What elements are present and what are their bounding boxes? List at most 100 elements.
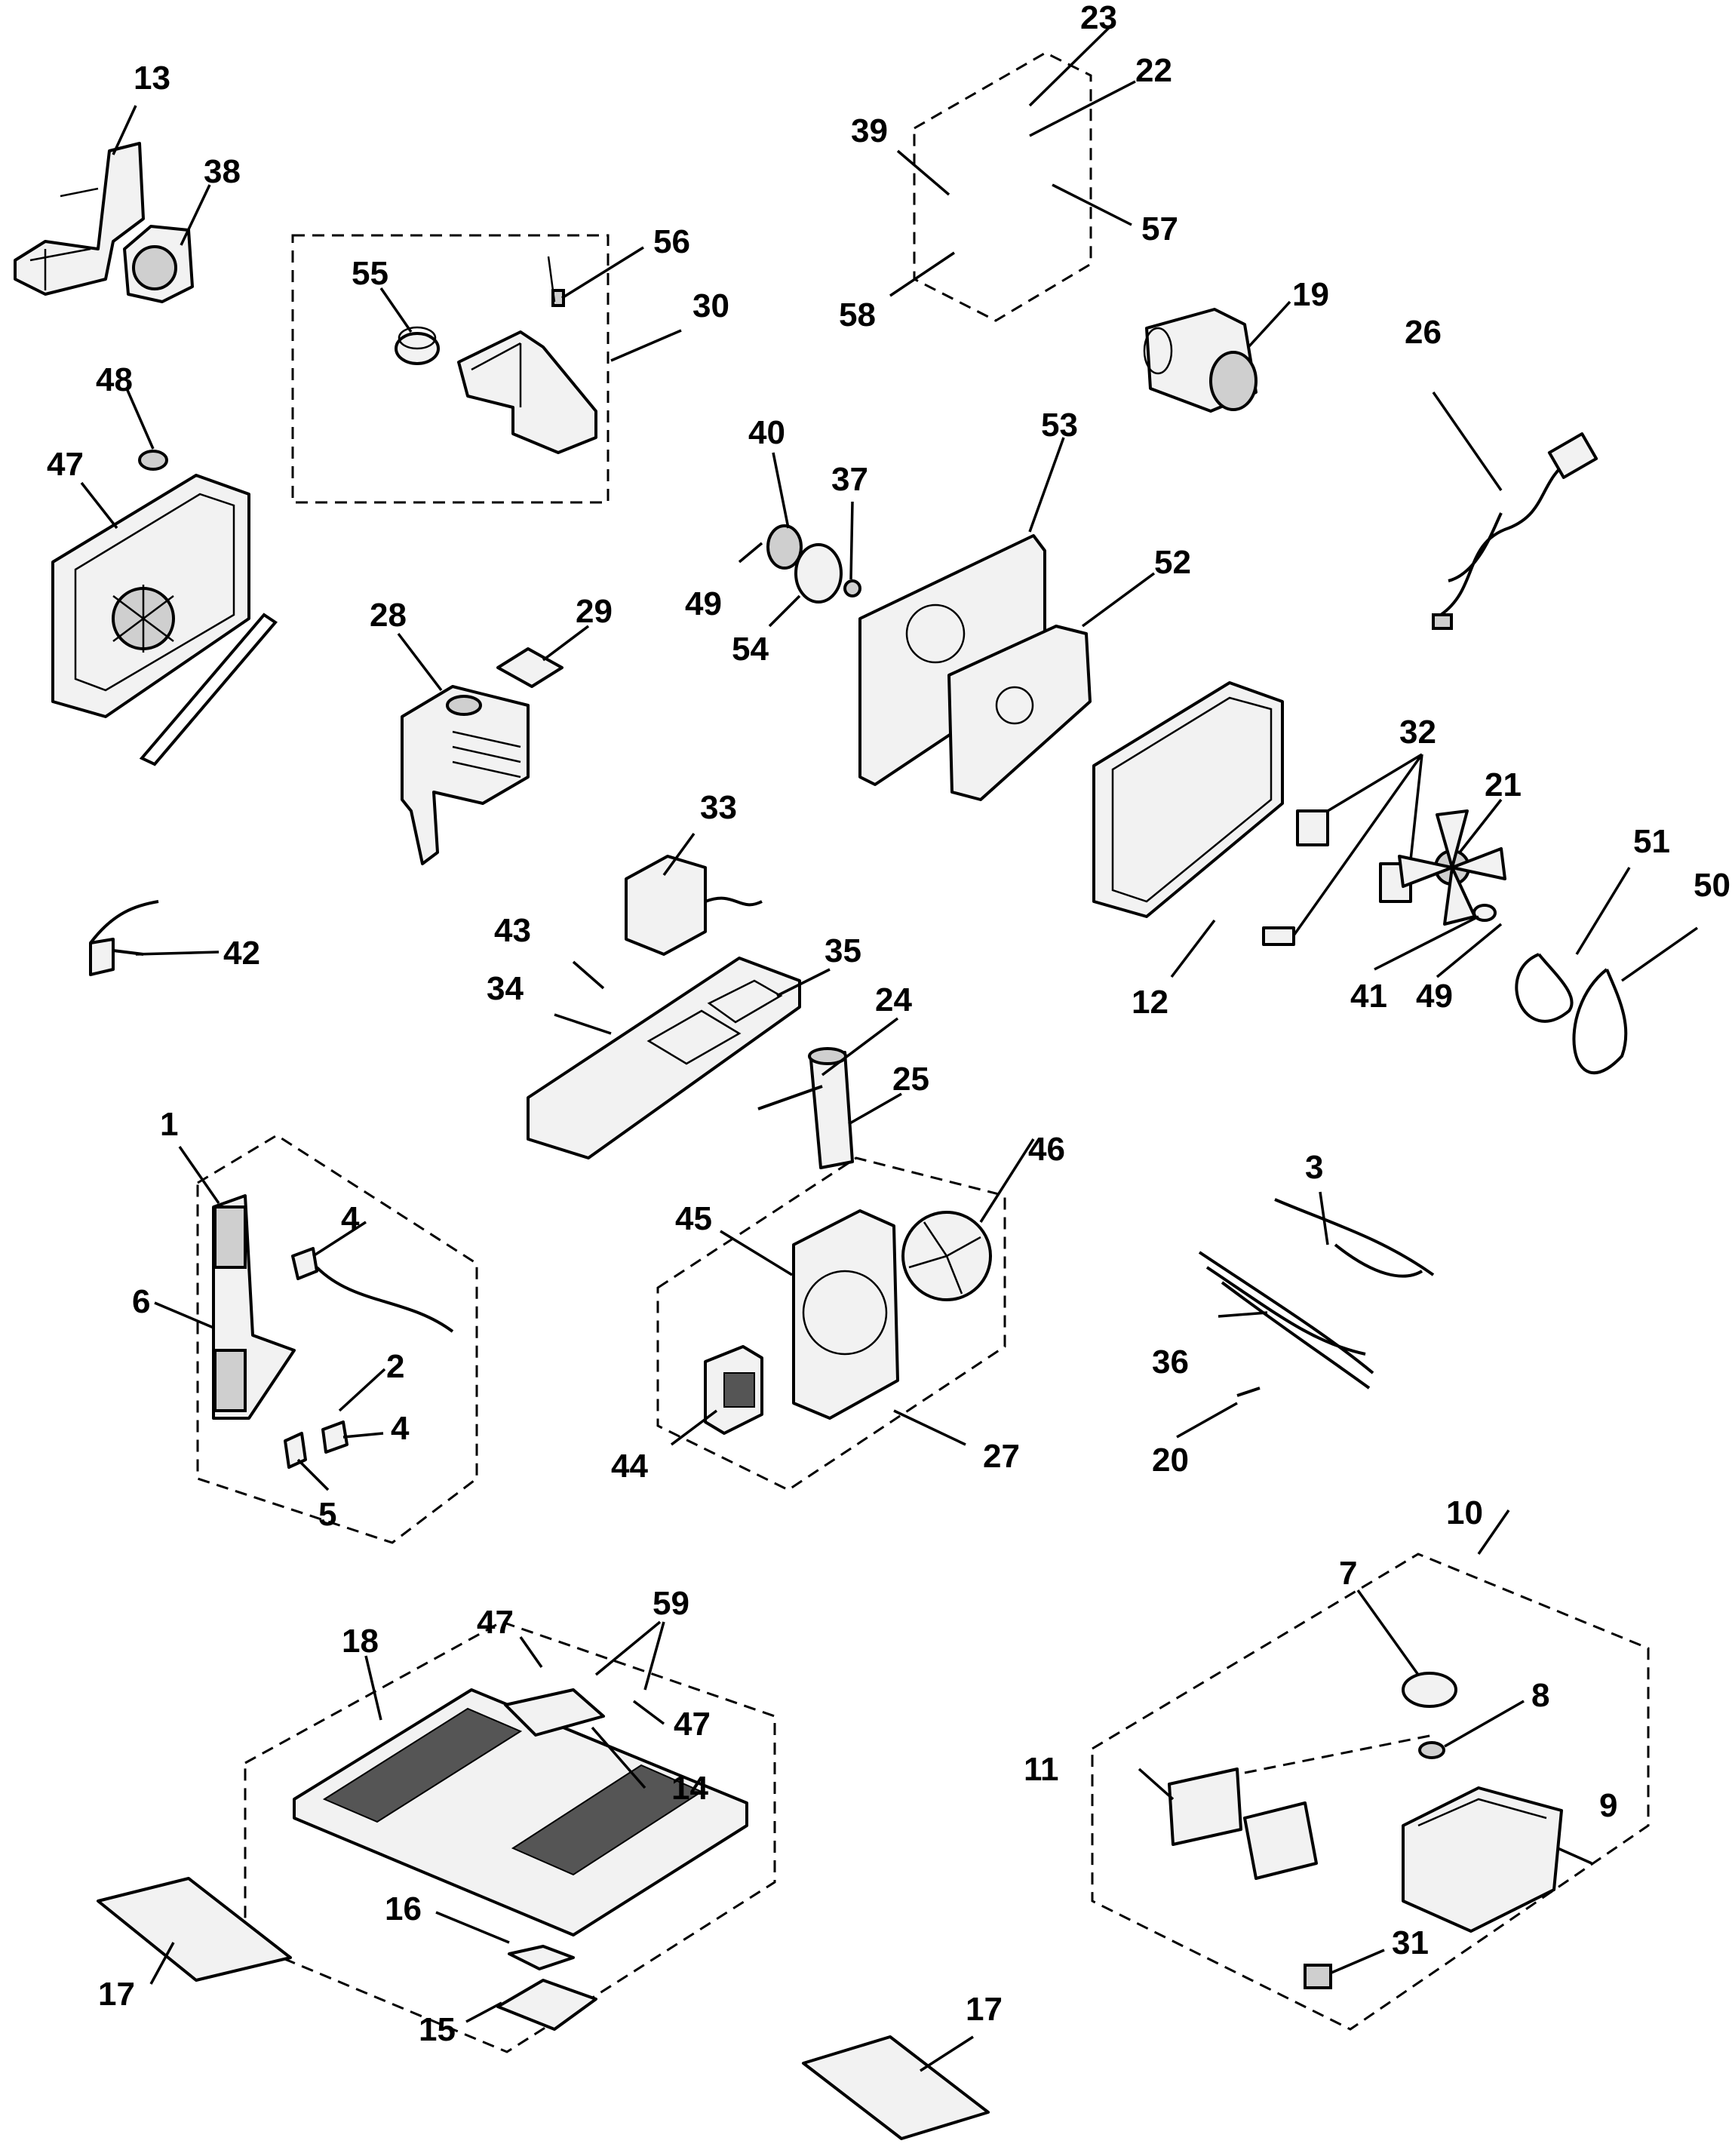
group-10-inner — [1244, 1734, 1434, 1774]
part-38-motor — [123, 225, 194, 303]
callout-25: 25 — [892, 1061, 929, 1098]
leader-28 — [397, 632, 443, 692]
leader-13 — [112, 105, 137, 155]
callout-38: 38 — [204, 153, 241, 190]
callout-53: 53 — [1041, 407, 1078, 444]
leader-19 — [1247, 300, 1291, 349]
leader-3 — [1319, 1191, 1329, 1245]
leader-15 — [465, 2001, 502, 2023]
group-30-outline — [291, 234, 610, 504]
leader-36 — [1218, 1311, 1268, 1318]
callout-46: 46 — [1028, 1131, 1065, 1168]
leader-2 — [338, 1368, 386, 1412]
leader-47 — [80, 481, 118, 530]
leader-31 — [1331, 1949, 1385, 1974]
part-16-lens — [508, 1945, 575, 1970]
leader-9 — [1557, 1847, 1592, 1865]
callout-54: 54 — [732, 631, 769, 668]
part-20-pin — [1236, 1387, 1261, 1397]
leader-40 — [772, 452, 790, 529]
callout-5: 5 — [318, 1496, 336, 1533]
callout-13: 13 — [134, 60, 170, 97]
callout-14: 14 — [671, 1770, 708, 1807]
callout-48: 48 — [96, 361, 133, 398]
leader-5 — [296, 1458, 330, 1491]
callout-29: 29 — [576, 593, 613, 630]
callout-32: 32 — [1399, 714, 1436, 751]
leader-51 — [1575, 867, 1631, 955]
callout-33: 33 — [700, 789, 737, 826]
leader-4a — [312, 1221, 367, 1258]
callout-58: 58 — [839, 296, 876, 333]
group-10-outline — [1091, 1553, 1650, 2031]
part-40-gear — [766, 524, 803, 570]
part-42-sensor — [89, 900, 159, 976]
part-47-frame — [51, 474, 250, 718]
callout-47-top: 47 — [47, 446, 84, 483]
callout-51: 51 — [1633, 823, 1670, 860]
leader-41 — [1374, 915, 1479, 971]
callout-20: 20 — [1152, 1442, 1189, 1479]
leader-14 — [591, 1726, 646, 1789]
callout-26: 26 — [1405, 314, 1442, 351]
callout-23: 23 — [1080, 0, 1117, 36]
leader-10 — [1477, 1510, 1510, 1555]
callout-50: 50 — [1694, 867, 1730, 904]
leader-56 — [561, 246, 644, 299]
part-56-screw — [547, 256, 565, 307]
callout-42: 42 — [223, 935, 260, 972]
callout-16: 16 — [385, 1890, 422, 1927]
callout-6: 6 — [132, 1283, 150, 1320]
part-33-transformer — [625, 855, 763, 956]
part-frame-right — [1092, 681, 1284, 918]
part-31-switch — [1304, 1964, 1332, 1989]
callout-56: 56 — [653, 223, 690, 260]
callout-7: 7 — [1339, 1555, 1357, 1592]
part-15-lamp-cover — [496, 1979, 597, 2031]
callout-40: 40 — [748, 414, 785, 451]
part-9-housing — [1402, 1786, 1563, 1933]
leader-52 — [1081, 572, 1156, 628]
callout-17-left: 17 — [98, 1976, 135, 2013]
leader-8 — [1444, 1700, 1525, 1748]
leader-27 — [893, 1409, 966, 1446]
callout-10: 10 — [1446, 1494, 1483, 1531]
callout-34: 34 — [487, 970, 524, 1007]
part-13-bracket — [14, 142, 145, 296]
callout-49-right: 49 — [1416, 978, 1453, 1015]
part-17-filters — [97, 1877, 990, 2140]
part-18-bottom-plate — [293, 1688, 748, 1936]
callout-49-left: 49 — [685, 585, 722, 622]
part-35-base-plate — [527, 957, 801, 1159]
part-21-fan-blade — [1398, 809, 1506, 926]
leader-4b — [342, 1432, 384, 1439]
part-8-knob — [1418, 1741, 1445, 1759]
leader-22 — [1029, 80, 1136, 137]
callout-43: 43 — [494, 912, 531, 949]
callout-44: 44 — [611, 1448, 648, 1485]
part-45-fan-housing — [792, 1209, 899, 1420]
leader-57 — [1052, 183, 1132, 226]
callout-17-right: 17 — [966, 1991, 1003, 2028]
callout-3: 3 — [1305, 1149, 1323, 1186]
part-26-power-cord — [1432, 432, 1598, 630]
leader-12 — [1170, 919, 1216, 978]
part-belt — [139, 613, 278, 766]
leader-34 — [554, 1013, 612, 1035]
callout-37: 37 — [831, 461, 868, 498]
part-7-motor — [1402, 1672, 1457, 1708]
part-30-cover — [457, 330, 597, 454]
part-55-spring — [395, 326, 440, 365]
part-6-latch-board — [212, 1194, 296, 1420]
leader-6 — [154, 1301, 214, 1329]
callout-31: 31 — [1392, 1924, 1429, 1961]
leader-23 — [1028, 23, 1114, 107]
leader-20 — [1176, 1402, 1238, 1439]
leader-32 — [1292, 753, 1423, 937]
leader-16 — [435, 1911, 510, 1944]
leader-47-59 — [519, 1620, 665, 1691]
leader-25 — [848, 1092, 902, 1126]
part-41-washer — [1473, 904, 1497, 922]
leader-50 — [1620, 926, 1699, 982]
